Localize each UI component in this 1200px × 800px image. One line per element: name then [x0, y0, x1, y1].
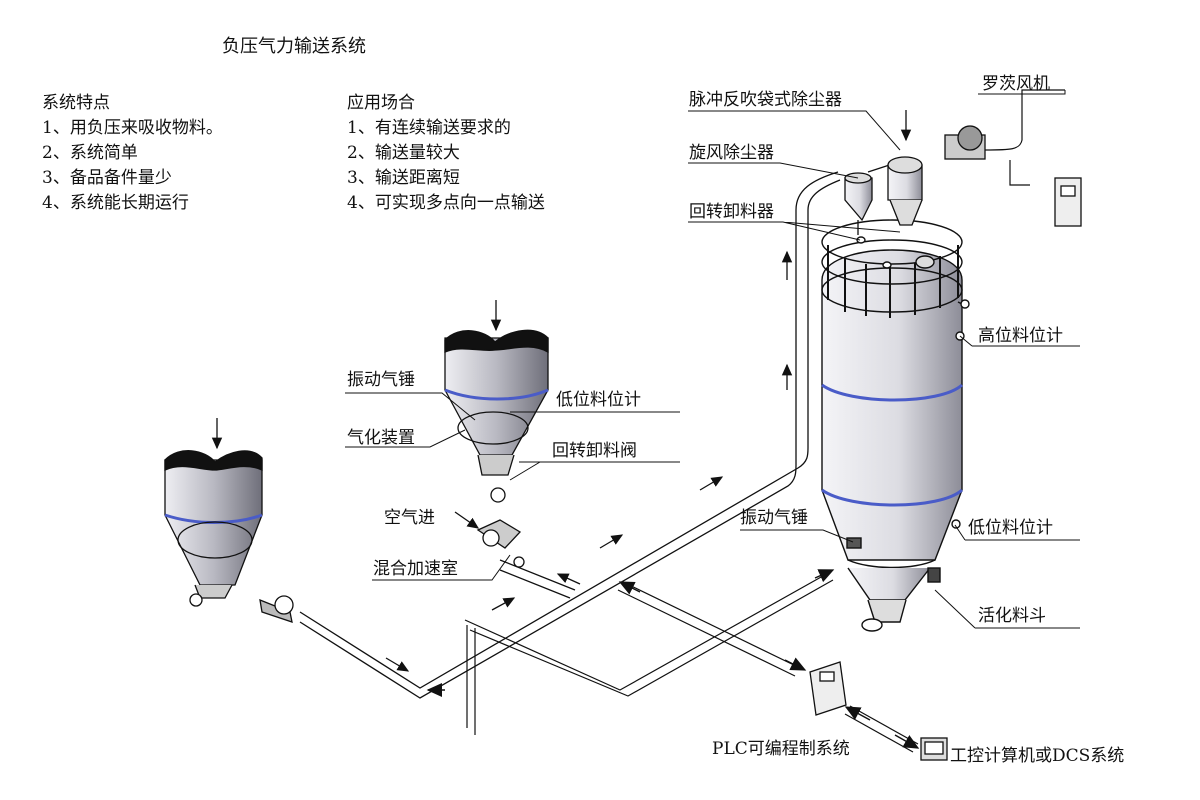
label-cyclone: 旋风除尘器 — [689, 143, 774, 163]
label-vibrator-middle: 振动气锤 — [347, 370, 415, 390]
features-item: 4、系统能长期运行 — [42, 193, 189, 213]
features-heading: 系统特点 — [42, 93, 110, 113]
plc-cabinet — [809, 661, 847, 716]
label-low-level-silo: 低位料位计 — [968, 518, 1053, 538]
label-roots-blower: 罗茨风机 — [982, 74, 1050, 94]
page-title: 负压气力输送系统 — [222, 36, 366, 57]
label-air-inlet: 空气进 — [384, 508, 435, 528]
leader-lines — [345, 90, 1080, 629]
conveying-pipeline — [299, 89, 1065, 699]
label-ipc-dcs: 工控计算机或DCS系统 — [950, 746, 1125, 766]
flow-arrows — [211, 110, 912, 672]
middle-feed-hopper — [444, 329, 549, 568]
label-rotary-valve: 回转卸料阀 — [552, 441, 637, 461]
storage-silo — [821, 219, 970, 632]
applications-item: 3、输送距离短 — [347, 168, 460, 188]
applications-item: 2、输送量较大 — [347, 143, 460, 163]
top-equipment — [844, 125, 1082, 235]
label-pulse-dust-collector: 脉冲反吹袋式除尘器 — [689, 90, 842, 110]
label-aeration-device: 气化装置 — [347, 428, 415, 448]
label-low-level-middle: 低位料位计 — [556, 390, 641, 410]
label-activation-hopper: 活化料斗 — [978, 606, 1046, 626]
applications-item: 4、可实现多点向一点输送 — [347, 193, 545, 213]
control-lines — [464, 571, 919, 753]
label-rotary-feeder-top: 回转卸料器 — [689, 202, 774, 222]
left-feed-hopper — [164, 450, 294, 623]
label-mixing-chamber: 混合加速室 — [373, 559, 458, 579]
applications-heading: 应用场合 — [347, 93, 415, 113]
applications-list: 应用场合 1、有连续输送要求的 2、输送量较大 3、输送距离短 4、可实现多点向… — [347, 88, 545, 213]
label-vibrator-silo: 振动气锤 — [740, 508, 808, 528]
features-list: 系统特点 1、用负压来吸收物料。 2、系统简单 3、备品备件量少 4、系统能长期… — [42, 88, 223, 213]
applications-item: 1、有连续输送要求的 — [347, 118, 511, 138]
features-item: 1、用负压来吸收物料。 — [42, 118, 223, 138]
features-item: 3、备品备件量少 — [42, 168, 172, 188]
label-plc-system: PLC可编程制系统 — [712, 739, 850, 759]
computer-icon — [920, 737, 948, 761]
label-high-level-meter: 高位料位计 — [978, 326, 1063, 346]
features-item: 2、系统简单 — [42, 143, 138, 163]
